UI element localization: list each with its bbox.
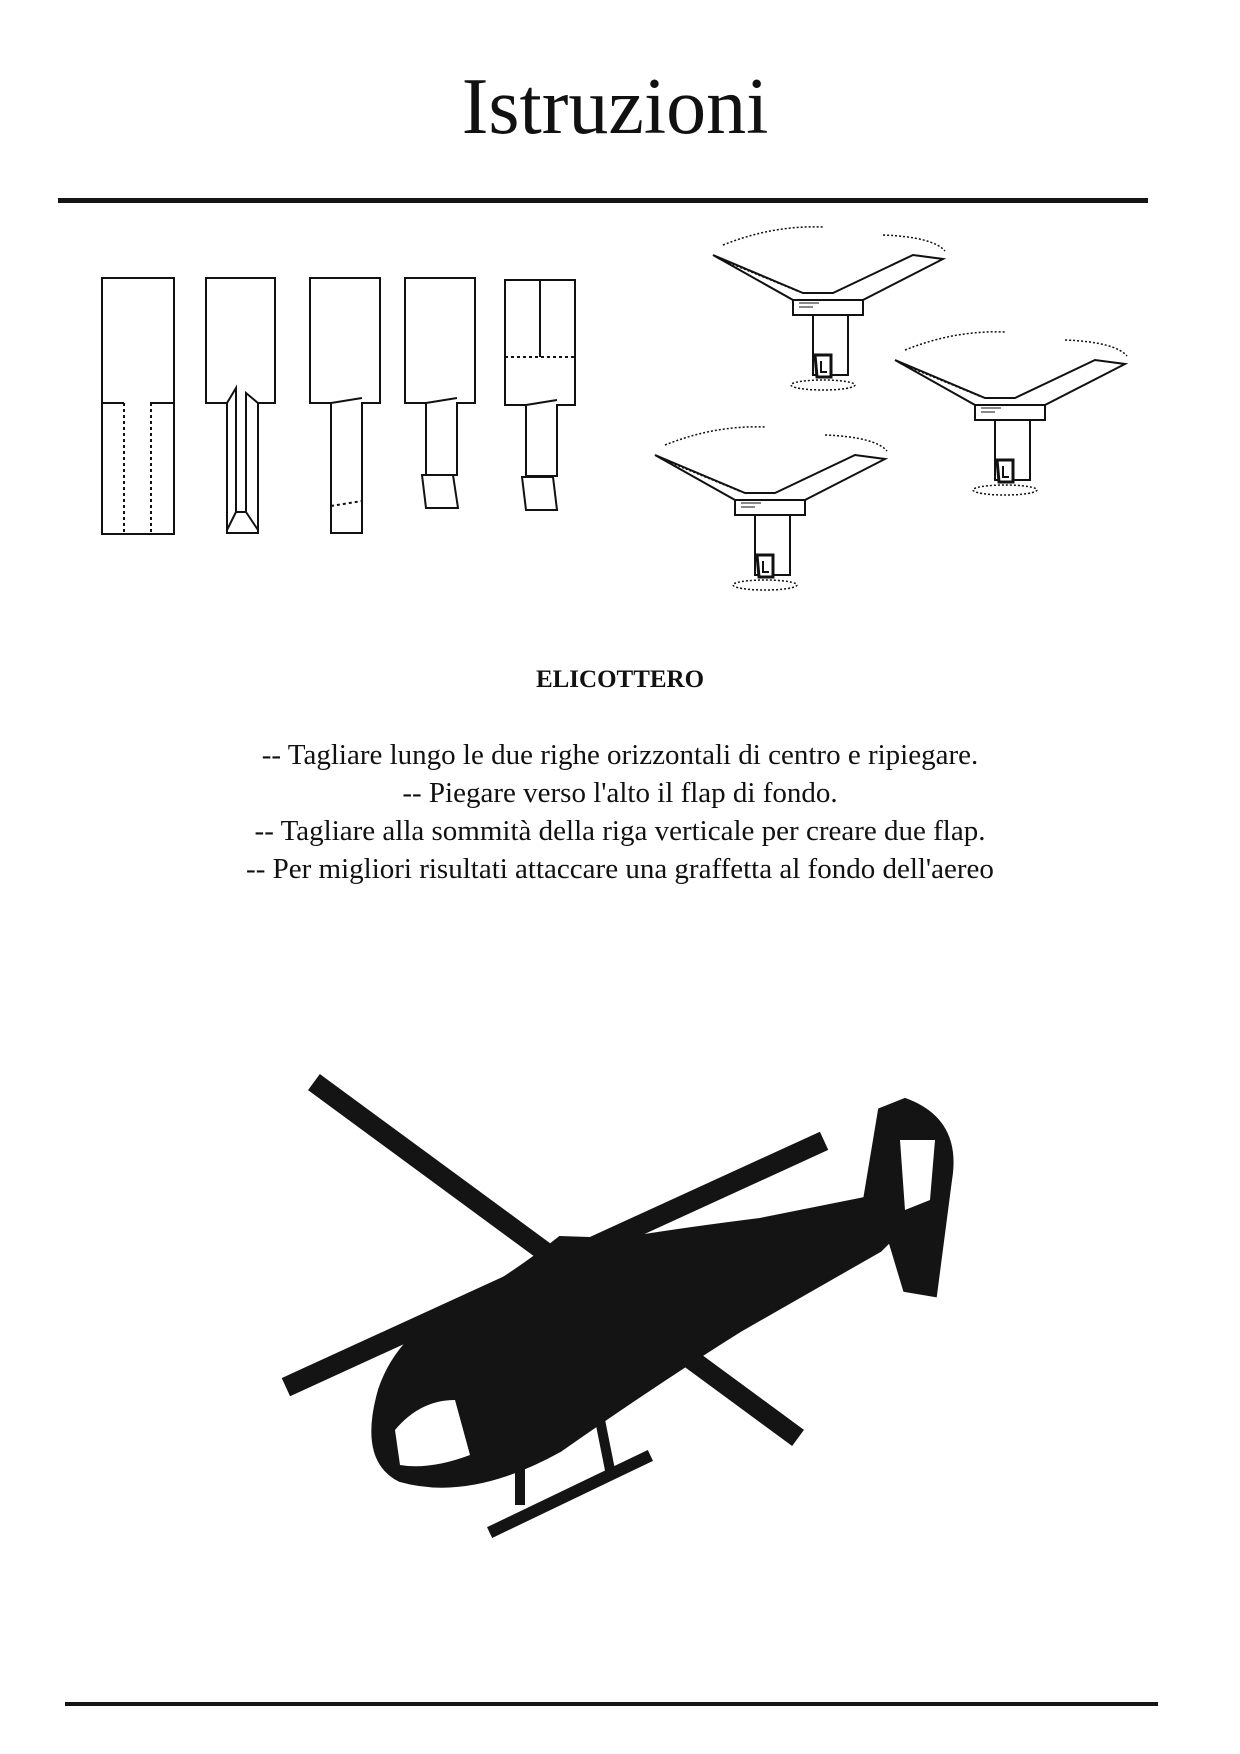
paper-model-2: [893, 330, 1129, 497]
instruction-line: -- Tagliare lungo le due righe orizzonta…: [261, 739, 979, 771]
folding-step-3: [309, 277, 381, 534]
folding-step-5: [504, 279, 576, 511]
section-heading: ELICOTTERO: [535, 666, 705, 693]
instruction-line: -- Per migliori risultati attaccare una …: [246, 853, 994, 885]
top-rule: [58, 198, 1148, 203]
folding-step-2: [205, 277, 276, 534]
instruction-line: -- Tagliare alla sommità della riga vert…: [254, 815, 986, 847]
folding-step-1: [101, 277, 175, 535]
helicopter-silhouette: [281, 1074, 954, 1539]
folding-step-4: [404, 277, 476, 509]
instructions-list: -- Tagliare lungo le due righe orizzonta…: [0, 736, 1240, 888]
instruction-line: -- Piegare verso l'alto il flap di fondo…: [402, 777, 838, 809]
bottom-rule: [65, 1702, 1158, 1706]
page-title: Istruzioni: [461, 63, 769, 151]
paper-model-3: [653, 425, 889, 592]
